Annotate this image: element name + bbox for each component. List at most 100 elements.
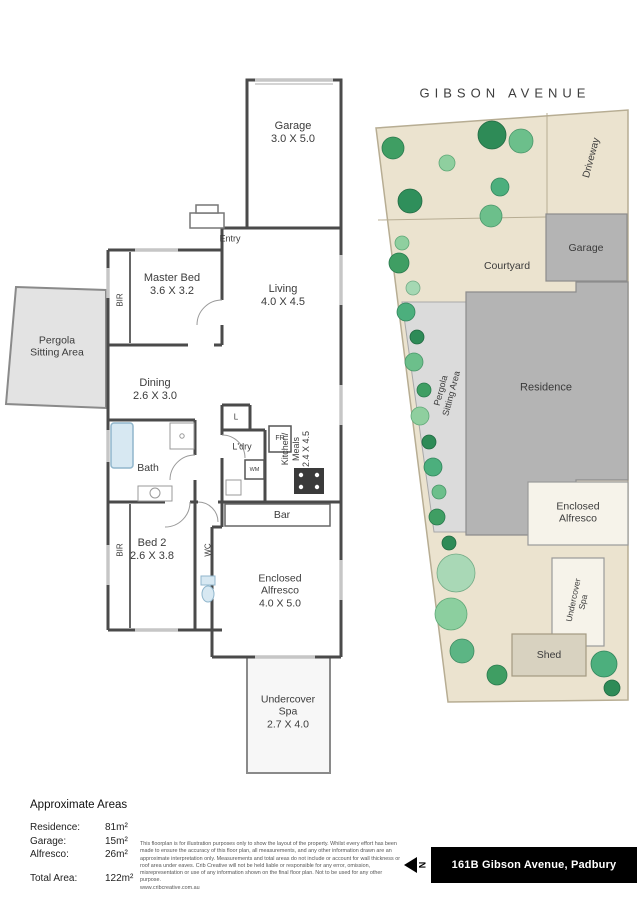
- north-arrow-triangle: [404, 857, 418, 873]
- door-arcs: [164, 299, 246, 528]
- area-total-row: Total Area: 122m²: [30, 873, 170, 887]
- room-label-laundry: L'dry: [232, 441, 252, 452]
- site-garage-label: Garage: [568, 241, 604, 254]
- pergola-area: [4, 285, 107, 410]
- site-alfresco-line2: Alfresco: [559, 513, 597, 525]
- area-value: 81m²: [105, 822, 128, 833]
- fridge-label: FR: [275, 434, 285, 442]
- tree-icon: [410, 406, 430, 426]
- tree-icon: [381, 136, 405, 160]
- tree-icon: [508, 128, 534, 154]
- area-label: Garage:: [30, 835, 67, 847]
- stove-icon: [294, 468, 324, 494]
- trees: [381, 120, 621, 697]
- site-garage: [545, 213, 628, 282]
- room-dims: 2.7 X 4.0: [266, 718, 310, 731]
- tree-icon: [423, 457, 443, 477]
- stove-burner-icon: [298, 472, 304, 478]
- room-label-living: Living 4.0 X 4.5: [261, 283, 305, 309]
- room-name: Living: [268, 283, 298, 296]
- site-residence-label: Residence: [520, 381, 572, 394]
- tree-icon: [438, 154, 456, 172]
- tree-icon: [436, 553, 476, 593]
- room-label-master-bed: Master Bed 3.6 X 3.2: [144, 272, 200, 298]
- floor-plan-drawing: [4, 78, 343, 774]
- area-row: Residence: 81m²: [30, 822, 170, 836]
- wc-label: WC: [203, 543, 213, 557]
- tree-icon: [603, 679, 621, 697]
- toilet-tank-icon: [200, 575, 216, 586]
- room-dims: 4.0 X 5.0: [258, 597, 302, 610]
- tree-icon: [486, 664, 508, 686]
- entry-step: [189, 212, 225, 229]
- shower-drain-icon: [179, 433, 185, 439]
- address-text: 161B Gibson Avenue, Padbury: [451, 859, 617, 871]
- site-plan-drawing: [375, 109, 629, 703]
- street-label: GIBSON AVENUE: [419, 85, 591, 101]
- toilet-icon: [201, 585, 215, 603]
- stove-burner-icon: [314, 472, 320, 478]
- tree-icon: [421, 434, 437, 450]
- room-dims: 3.0 X 5.0: [270, 133, 316, 145]
- tree-icon: [404, 352, 424, 372]
- site-alfresco-line1: Enclosed: [556, 500, 600, 513]
- tree-icon: [396, 302, 416, 322]
- site-undercover-spa: [551, 557, 605, 647]
- bathtub-icon: [110, 422, 134, 469]
- room-label-undercover-spa: Undercover Spa 2.7 X 4.0: [261, 693, 315, 730]
- tree-icon: [409, 329, 425, 345]
- bar-counter: [224, 503, 331, 527]
- disclaimer-text: This floorplan is for illustration purpo…: [140, 841, 400, 891]
- room-name: Bed 2: [137, 537, 167, 550]
- room-name-line2: Sitting Area: [30, 347, 84, 359]
- site-enclosed-alfresco: [527, 481, 629, 546]
- room-dims: 2.6 X 3.0: [132, 390, 178, 402]
- area-value: 15m²: [105, 835, 128, 847]
- site-shed-label: Shed: [536, 648, 562, 661]
- basin-icon: [149, 487, 161, 499]
- room-label-entry: Entry: [219, 233, 241, 244]
- washing-machine-icon: [244, 459, 265, 480]
- room-label-bar: Bar: [273, 508, 291, 521]
- room-dims: 3.6 X 3.2: [149, 285, 195, 297]
- room-label-garage: Garage 3.0 X 5.0: [271, 120, 315, 146]
- total-value: 122m²: [105, 872, 134, 884]
- room-label-kitchen-meals: Kitchen/ Meals 2.4 X 4.5: [280, 431, 312, 467]
- tree-icon: [477, 120, 507, 150]
- room-label-bed2: Bed 2 2.6 X 3.8: [130, 537, 174, 563]
- tree-icon: [431, 484, 447, 500]
- room-name: Master Bed: [143, 272, 201, 285]
- room-name-line1: Kitchen/: [280, 432, 291, 466]
- area-value: 26m²: [105, 849, 128, 860]
- washing-machine-label: WM: [249, 466, 260, 473]
- stove-burner-icon: [314, 484, 320, 490]
- north-arrow-icon: N: [397, 853, 433, 877]
- tree-icon: [490, 177, 510, 197]
- north-letter: N: [417, 861, 428, 869]
- room-name: Dining: [139, 377, 171, 390]
- room-label-bath: Bath: [137, 461, 159, 474]
- stove-burner-icon: [298, 484, 304, 490]
- area-row: Garage: 15m²: [30, 836, 170, 850]
- room-label-enclosed-alfresco: Enclosed Alfresco 4.0 X 5.0: [258, 572, 301, 609]
- room-name-line1: Undercover: [260, 693, 316, 706]
- tree-icon: [434, 597, 468, 631]
- tree-icon: [397, 188, 423, 214]
- room-label-pergola: Pergola Sitting Area: [30, 335, 84, 360]
- room-dims: 2.6 X 3.8: [129, 550, 175, 562]
- laundry-tub-icon: [225, 479, 242, 496]
- bir-label-master: BIR: [115, 293, 125, 307]
- area-row: Alfresco: 26m²: [30, 849, 170, 863]
- area-label: Alfresco:: [30, 849, 69, 860]
- site-enclosed-alfresco-label: Enclosed Alfresco: [556, 501, 599, 526]
- areas-title: Approximate Areas: [30, 799, 128, 811]
- tree-icon: [405, 280, 421, 296]
- windows: [106, 78, 343, 659]
- total-label: Total Area:: [30, 872, 78, 884]
- fridge-icon: [268, 425, 292, 453]
- tree-icon: [590, 650, 618, 678]
- tree-icon: [416, 382, 432, 398]
- tree-icon: [428, 508, 446, 526]
- room-label-dining: Dining 2.6 X 3.0: [133, 377, 177, 403]
